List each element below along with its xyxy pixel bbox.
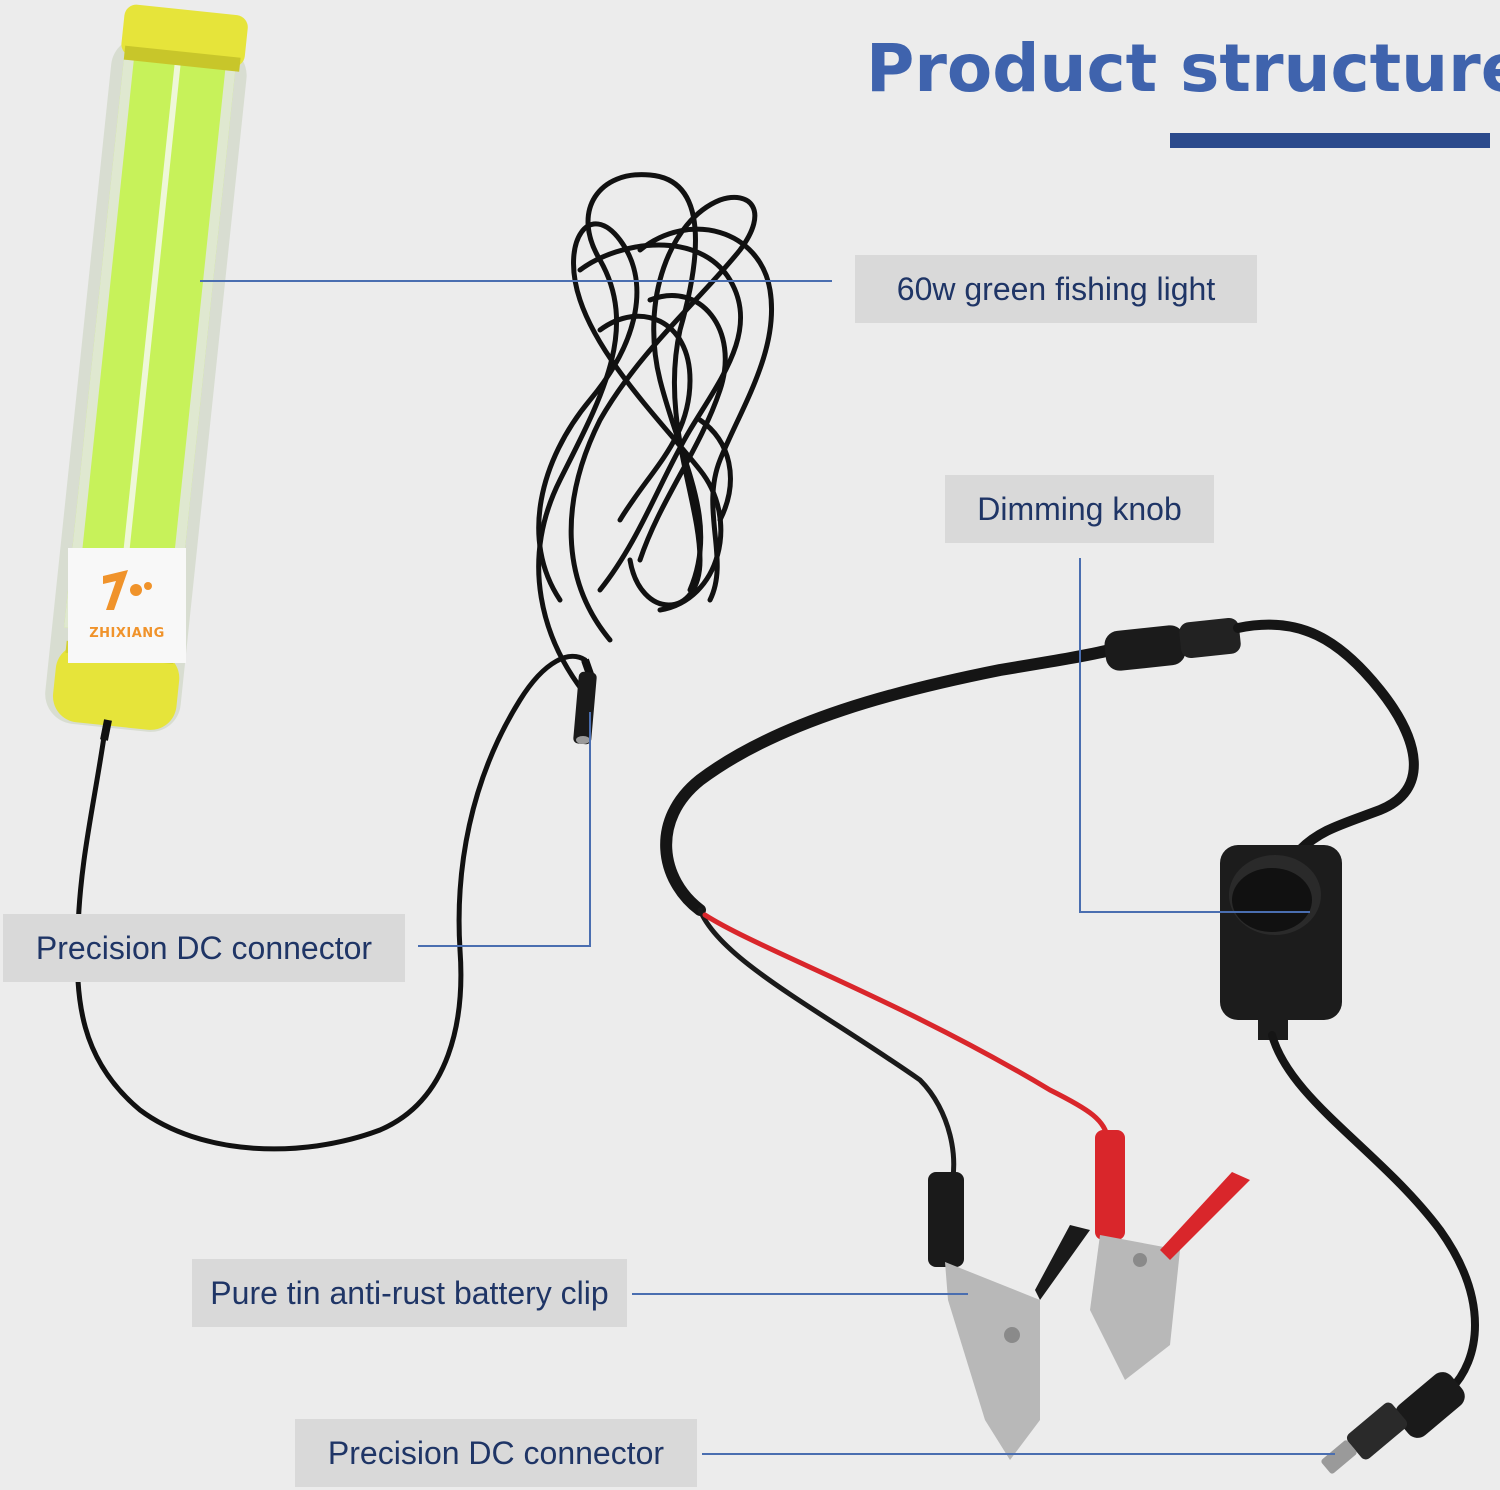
page-title: Product structure — [866, 30, 1500, 107]
callout-fishing-light: 60w green fishing light — [855, 255, 1257, 323]
leader-lines — [200, 280, 1335, 1455]
callout-dc-connector-top: Precision DC connector — [3, 914, 405, 982]
callout-dc-connector-bottom: Precision DC connector — [295, 1419, 697, 1487]
cable-coil — [536, 172, 774, 703]
black-battery-clip — [928, 1172, 1090, 1460]
red-battery-clip — [1090, 1130, 1250, 1380]
brand-logo-icon — [103, 570, 152, 610]
callout-battery-clip: Pure tin anti-rust battery clip — [192, 1259, 627, 1327]
female-dc-connector — [573, 658, 597, 745]
dimmer-output-cable — [1268, 1031, 1479, 1394]
power-cable — [660, 644, 1116, 916]
callout-dimming-knob: Dimming knob — [945, 475, 1214, 543]
inline-connector — [1104, 617, 1241, 671]
male-dc-plug — [1321, 1372, 1465, 1474]
brand-name: ZHIXIANG — [89, 626, 165, 641]
brand-label: ZHIXIANG — [68, 548, 186, 663]
dimmer-switch — [1220, 845, 1342, 1040]
title-underline — [1170, 133, 1490, 148]
